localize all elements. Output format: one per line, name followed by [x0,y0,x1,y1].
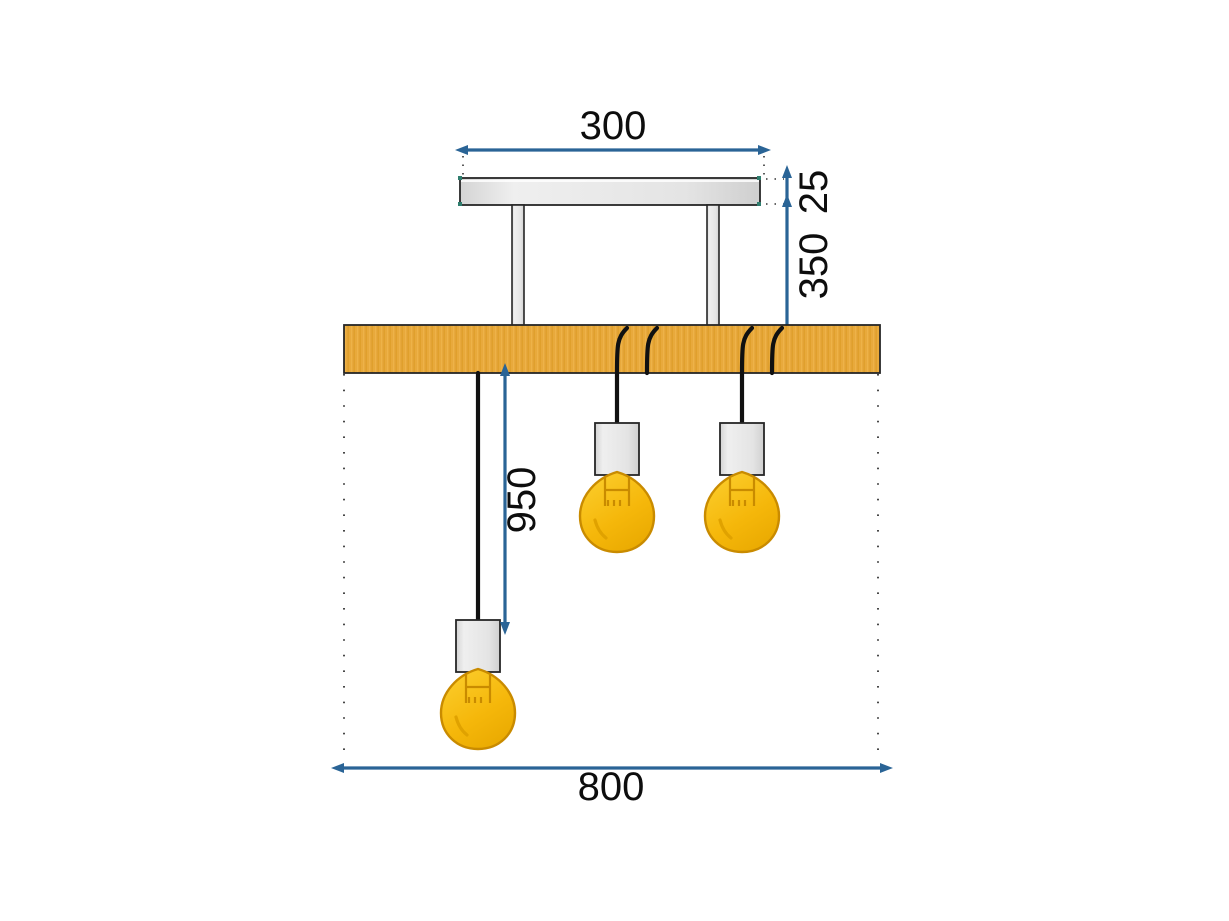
bulb-filament-1 [464,675,492,703]
label-pendant-drop: 950 [500,467,544,534]
handle-tl [458,176,462,180]
support-rods [511,204,720,328]
label-beam-width: 800 [578,765,645,809]
wooden-beam [343,324,881,374]
support-rod-left [511,204,525,328]
ceiling-plate-body [459,177,761,206]
lamp-assembly-2 [578,422,656,554]
light-bulb-1 [439,667,517,751]
cable-bulb-2 [614,325,630,426]
bulb-filament-2 [603,478,631,506]
bulb-filament-3 [728,478,756,506]
lamp-socket-2 [594,422,640,476]
label-canopy-thickness: 25 [792,170,836,215]
ceiling-plate [458,176,761,206]
handle-br [757,202,761,206]
wooden-beam-body [343,324,881,374]
dimension-canopy-thickness [766,165,792,205]
handle-bl [458,202,462,206]
lamp-socket-3 [719,422,765,476]
bulb-highlight-2 [593,518,608,540]
dimension-beam-width [331,374,893,773]
cable-loop-3 [769,325,785,376]
cable-bulb-3 [739,325,755,426]
cable-loop-2 [644,325,660,376]
handle-tr [757,176,761,180]
light-bulb-3 [703,470,781,554]
bulb-highlight-1 [454,715,469,737]
lamp-assembly-3 [703,422,781,554]
light-bulb-2 [578,470,656,554]
bulb-highlight-3 [718,518,733,540]
lamp-socket-1 [455,619,501,673]
label-canopy-width: 300 [580,104,647,148]
support-rod-right [706,204,720,328]
hanging-cables [475,325,785,623]
lamp-assembly-1 [439,619,517,751]
label-rod-height: 350 [792,233,836,300]
dimension-canopy-width [455,145,771,180]
